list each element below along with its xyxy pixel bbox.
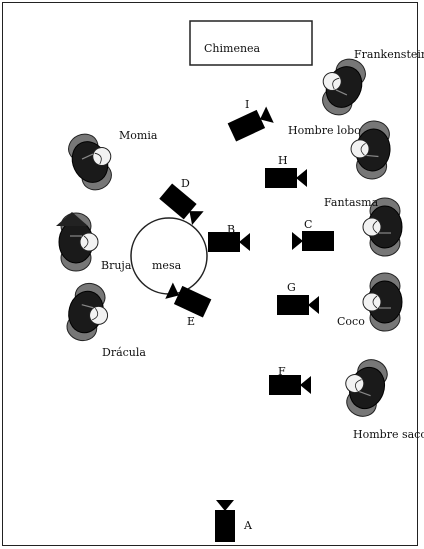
camera-label: E <box>187 315 195 328</box>
camera-label: H <box>278 154 288 167</box>
camera-label: I <box>245 98 249 111</box>
camera-b: B <box>208 223 250 252</box>
diagram-frame <box>2 2 418 546</box>
camera-c: C <box>292 218 334 251</box>
camera-label: C <box>304 218 312 231</box>
character-bruja: Bruja <box>56 212 132 272</box>
camera-label: B <box>227 223 235 236</box>
character-momia: Momia <box>61 125 158 197</box>
camera-f: F <box>269 365 311 395</box>
character-fantasma: Fantasma <box>324 196 403 257</box>
character-hombre-lobo: Hombre lobo <box>288 118 394 181</box>
person-top-view-icon <box>61 125 123 197</box>
camera-icon <box>227 105 275 142</box>
fireplace-box: Chimenea <box>189 20 313 66</box>
person-top-view-icon <box>335 352 394 422</box>
character-coco: Coco <box>337 272 403 332</box>
camera-icon <box>277 295 319 315</box>
fireplace-label: Chimenea <box>204 42 261 55</box>
table-label: mesa <box>152 259 182 272</box>
camera-icon <box>269 375 311 395</box>
character-label: Frankenstein <box>354 48 424 61</box>
camera-e: E <box>164 281 212 328</box>
character-dracula: Drácula <box>61 278 146 359</box>
camera-icon <box>292 231 334 251</box>
camera-icon <box>265 168 307 188</box>
camera-label: D <box>181 177 190 190</box>
person-top-view-icon <box>61 278 116 347</box>
character-label: Hombre lobo <box>288 124 361 137</box>
camera-i: I <box>227 98 275 142</box>
person-top-view-icon <box>362 272 403 332</box>
camera-label: A <box>243 519 253 532</box>
camera-label: F <box>278 365 286 378</box>
camera-a: A <box>215 500 253 542</box>
character-label: Coco <box>337 315 365 328</box>
camera-icon <box>215 500 235 542</box>
character-label: Momia <box>119 129 158 142</box>
character-label: Drácula <box>102 346 146 359</box>
camera-d: D <box>159 177 205 226</box>
person-top-view-icon <box>311 50 373 122</box>
camera-h: H <box>265 154 307 188</box>
character-label: Bruja <box>101 259 132 272</box>
camera-g: G <box>277 281 319 315</box>
camera-label: G <box>287 281 296 294</box>
character-hombre-saco: Hombre saco <box>335 352 424 441</box>
character-frankenstein: Frankenstein <box>311 48 424 122</box>
character-label: Hombre saco <box>353 428 424 441</box>
table: mesa <box>130 217 208 295</box>
character-label: Fantasma <box>324 196 379 209</box>
